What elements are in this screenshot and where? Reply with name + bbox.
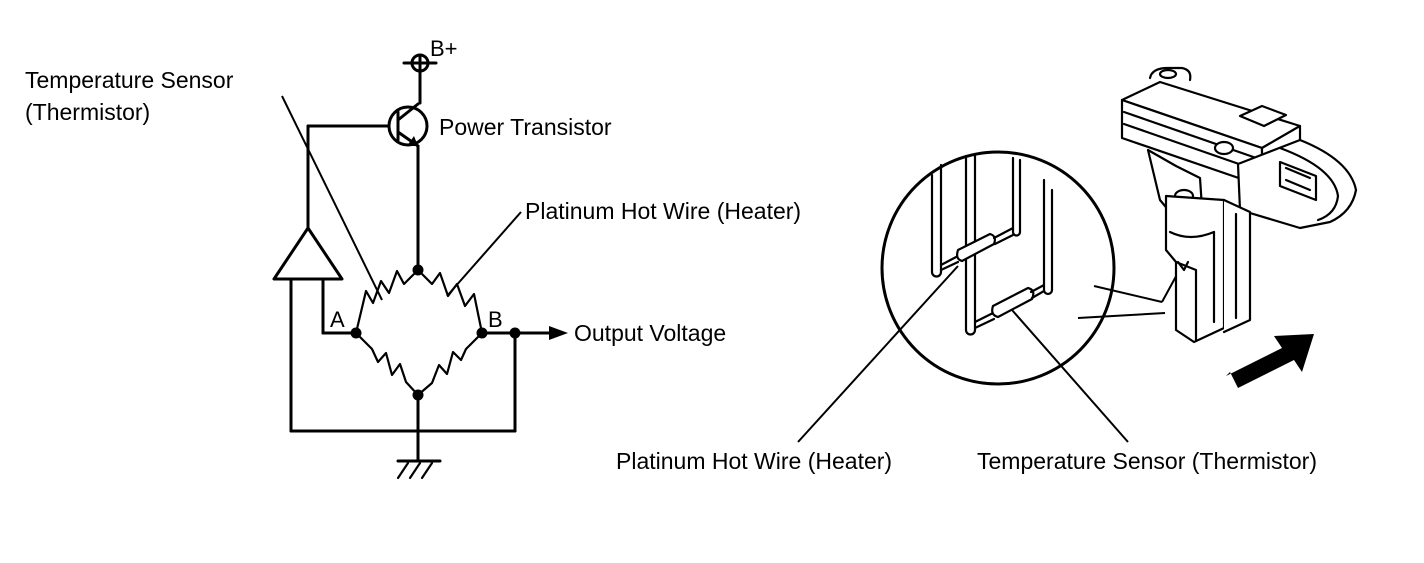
sensor-illustration: Platinum Hot Wire (Heater) Temperature S… — [616, 66, 1358, 474]
supply-label: B+ — [430, 36, 458, 61]
thermistor-detail-leader-line — [1011, 309, 1129, 443]
heater-element-icon — [939, 226, 1015, 272]
power-transistor-icon — [306, 102, 429, 272]
output-arrow-icon — [549, 326, 568, 340]
output-voltage-label: Output Voltage — [574, 320, 726, 346]
heater-label: Platinum Hot Wire (Heater) — [525, 198, 801, 224]
thermistor-leader-line — [281, 95, 383, 301]
supply-terminal-icon — [402, 53, 438, 105]
thermistor-element-icon — [973, 283, 1046, 330]
node-a-label: A — [330, 307, 345, 332]
thermistor-resistor-icon — [354, 268, 420, 335]
magnified-detail-view — [880, 150, 1116, 386]
thermistor-label-line2: (Thermistor) — [25, 99, 150, 125]
transistor-label: Power Transistor — [439, 114, 612, 140]
heater-resistor-icon — [416, 268, 484, 335]
circuit-schematic: B+ Power Transistor — [25, 36, 801, 480]
heater-leader-line — [446, 211, 522, 297]
air-flow-meter-icon — [1120, 66, 1358, 344]
airflow-arrow-icon — [1226, 334, 1314, 388]
detail-heater-label: Platinum Hot Wire (Heater) — [616, 448, 892, 474]
zoom-line-upper — [1093, 285, 1163, 303]
heater-detail-leader-line — [797, 265, 959, 443]
bridge-circuit — [350, 264, 568, 463]
node-b-label: B — [488, 307, 503, 332]
detail-thermistor-label: Temperature Sensor (Thermistor) — [977, 448, 1317, 474]
thermistor-label-line1: Temperature Sensor — [25, 67, 234, 93]
bridge-resistor-lower-right-icon — [416, 331, 484, 397]
zoom-line-lower — [1077, 312, 1166, 319]
bridge-resistor-lower-left-icon — [354, 331, 420, 397]
ground-icon — [396, 459, 442, 480]
